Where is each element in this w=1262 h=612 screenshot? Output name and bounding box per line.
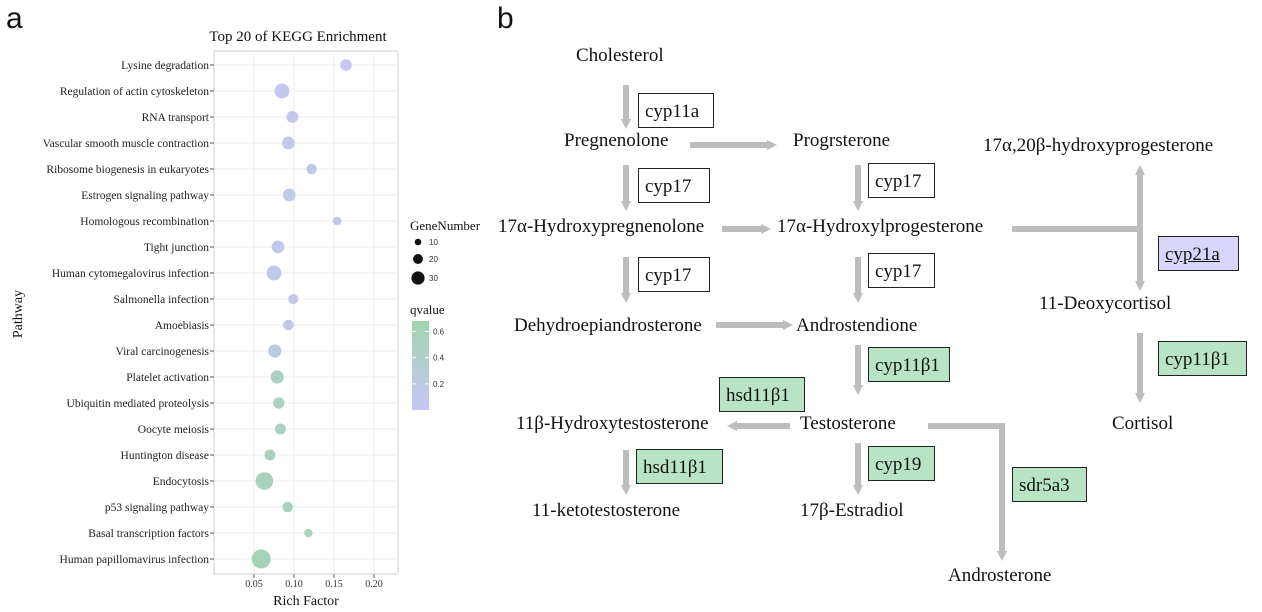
y-tick-label: Human cytomegalovirus infection <box>52 268 209 280</box>
node-cortisol: Cortisol <box>1112 413 1174 434</box>
data-point <box>306 163 317 175</box>
y-tick-label: Human papillomavirus infection <box>60 554 210 566</box>
y-axis-title: Pathway <box>11 290 26 338</box>
y-tick-label: Oocyte meiosis <box>138 424 210 436</box>
grid-lines <box>214 51 398 574</box>
data-point <box>273 397 285 409</box>
colorbar-label: 0.4 <box>433 354 445 363</box>
enzyme-cyp11b1-androstendione: cyp11β1 <box>868 347 950 382</box>
qvalue-legend-title: qvalue <box>410 302 445 317</box>
data-point <box>255 472 274 490</box>
y-tick-label: Salmonella infection <box>114 294 210 306</box>
node-androstendione: Androstendione <box>796 315 918 336</box>
data-point <box>304 528 313 538</box>
colorbar-label: 0.2 <box>433 380 445 389</box>
data-point <box>282 188 296 202</box>
enzyme-cyp11b1-cortisol: cyp11β1 <box>1158 341 1247 376</box>
node-11-deoxycortisol: 11-Deoxycortisol <box>1039 293 1172 314</box>
arrow-testosterone-androsterone <box>928 423 1007 561</box>
node-17a-hydroxylprogesterone: 17α-Hydroxylprogesterone <box>777 216 984 237</box>
node-11b-hydroxytestosterone: 11β-Hydroxytestosterone <box>516 413 709 434</box>
kegg-enrichment-chart: Top 20 of KEGG Enrichment Lysine degrada… <box>11 29 481 609</box>
chart-legend: GeneNumber qvalue 10 20 30 0.2 0.4 0.6 <box>410 218 481 410</box>
chart-title: Top 20 of KEGG Enrichment <box>209 29 387 45</box>
enzyme-cyp11a: cyp11a <box>638 93 714 128</box>
y-tick-label: p53 signaling pathway <box>105 502 209 514</box>
data-point <box>332 216 342 226</box>
size-legend-label: 20 <box>429 255 438 264</box>
node-pregnenolone: Pregnenolone <box>564 130 669 151</box>
x-tick-label: 0.20 <box>365 579 383 590</box>
enzyme-cyp17-right-1: cyp17 <box>868 163 935 198</box>
node-androsterone: Androsterone <box>948 565 1052 586</box>
node-11-ketotestosterone: 11-ketotestosterone <box>532 500 681 521</box>
y-tick-label: Viral carcinogenesis <box>115 346 209 358</box>
y-tick-label: Tight junction <box>144 242 209 254</box>
y-tick-label: Ubiquitin mediated proteolysis <box>67 398 210 410</box>
node-17b-estradiol: 17β-Estradiol <box>800 500 904 521</box>
x-tick-labels: 0.05 0.10 0.15 0.20 <box>245 574 383 590</box>
plot-panel <box>213 50 399 575</box>
data-point <box>274 423 286 435</box>
pathway-arrows <box>621 85 1145 561</box>
enzyme-cyp17-left-2: cyp17 <box>638 257 710 292</box>
data-point <box>274 83 290 99</box>
data-point <box>270 370 284 384</box>
panel-letter-a: a <box>6 2 23 35</box>
steroid-pathway-diagram: Cholesterol Pregnenolone Progrsterone 17… <box>490 0 1262 612</box>
data-points <box>251 59 352 569</box>
y-tick-label: Regulation of actin cytoskeleton <box>60 86 209 98</box>
enzyme-cyp17-left-1: cyp17 <box>638 168 710 203</box>
panel-letter-b: b <box>497 2 514 35</box>
y-tick-label: Amoebiasis <box>155 320 210 332</box>
data-point <box>286 111 299 123</box>
data-point <box>282 501 293 513</box>
data-point <box>271 240 285 254</box>
node-17a-hydroxypregnenolone: 17α-Hydroxypregnenolone <box>498 216 705 237</box>
node-progesterone: Progrsterone <box>793 130 891 151</box>
x-tick-label: 0.15 <box>325 579 343 590</box>
size-legend-label: 10 <box>429 238 438 247</box>
size-legend-label: 30 <box>429 274 438 283</box>
y-tick-label: RNA transport <box>142 112 210 124</box>
node-cholesterol: Cholesterol <box>576 45 664 66</box>
node-17a20b-hydroxyprogesterone: 17α,20β-hydroxyprogesterone <box>983 135 1214 156</box>
data-point <box>264 449 276 461</box>
data-point <box>340 59 352 71</box>
size-legend-dot <box>414 238 422 246</box>
enzyme-hsd11b1-lower: hsd11β1 <box>636 449 723 484</box>
y-tick-label: Estrogen signaling pathway <box>81 190 209 202</box>
size-legend-dot <box>413 254 423 264</box>
qvalue-colorbar <box>412 321 429 410</box>
data-point <box>283 319 294 331</box>
y-tick-label: Vascular smooth muscle contraction <box>43 138 210 150</box>
node-dehydroepiandrosterone: Dehydroepiandrosterone <box>514 315 702 336</box>
x-tick-label: 0.10 <box>285 579 303 590</box>
y-tick-label: Homologous recombination <box>80 216 209 228</box>
x-tick-label: 0.05 <box>245 579 263 590</box>
x-axis-title: Rich Factor <box>273 594 339 609</box>
y-tick-label: Ribosome biogenesis in eukaryotes <box>46 164 209 176</box>
colorbar-label: 0.6 <box>433 327 445 336</box>
data-point <box>266 265 282 281</box>
enzyme-cyp21a: cyp21a <box>1158 236 1239 271</box>
enzyme-cyp17-right-2: cyp17 <box>868 253 935 288</box>
enzyme-sdr5a3: sdr5a3 <box>1012 467 1087 502</box>
y-tick-label: Basal transcription factors <box>88 528 209 540</box>
data-point <box>251 549 271 569</box>
y-tick-label: Huntington disease <box>121 450 209 462</box>
data-point <box>268 344 282 358</box>
y-tick-label: Endocytosis <box>153 476 210 488</box>
enzyme-hsd11b1-upper: hsd11β1 <box>719 377 805 412</box>
node-testosterone: Testosterone <box>800 413 896 434</box>
gene-number-legend-title: GeneNumber <box>410 218 481 233</box>
y-tick-label: Lysine degradation <box>121 60 209 72</box>
data-point <box>282 136 295 150</box>
data-point <box>288 293 299 305</box>
y-tick-label: Platelet activation <box>126 372 209 384</box>
enzyme-cyp19: cyp19 <box>868 446 935 481</box>
size-legend-dot <box>411 271 425 285</box>
